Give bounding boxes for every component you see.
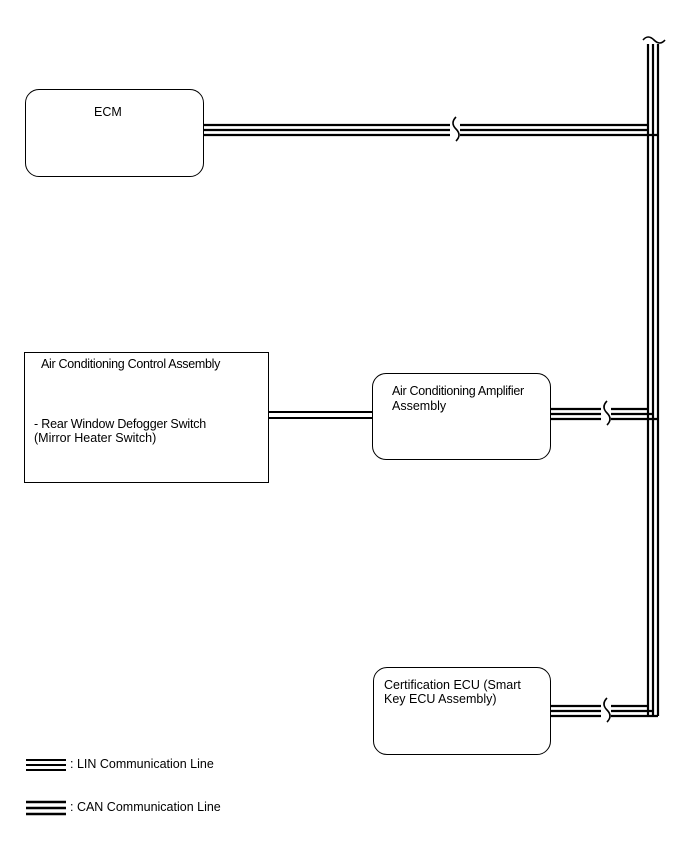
- ecm-can-line: [203, 123, 658, 137]
- certification-ecu-box: Certification ECU (Smart Key ECU Assembl…: [373, 667, 551, 755]
- certification-ecu-label-2: Key ECU Assembly): [384, 692, 497, 706]
- ac-amplifier-label-2: Assembly: [392, 399, 447, 413]
- ac-control-assembly-box: Air Conditioning Control Assembly - Rear…: [24, 352, 269, 483]
- lin-line: [268, 411, 373, 419]
- legend-lin-symbol: [26, 759, 66, 771]
- certification-line-break-mark: [601, 697, 611, 723]
- rear-defogger-switch-label: - Rear Window Defogger Switch: [34, 417, 207, 431]
- ecm-label: ECM: [94, 105, 122, 119]
- ac-amplifier-label-1: Air Conditioning Amplifier: [392, 384, 524, 398]
- can-bus-trunk: [646, 44, 660, 716]
- ecm-line-break-mark: [450, 116, 460, 142]
- legend-lin-label: : LIN Communication Line: [70, 757, 214, 771]
- ecm-box: ECM: [25, 89, 204, 177]
- certification-ecu-label-1: Certification ECU (Smart: [384, 678, 521, 692]
- amplifier-line-break-mark: [601, 400, 611, 426]
- mirror-heater-switch-label: (Mirror Heater Switch): [34, 431, 157, 445]
- legend-can-symbol: [26, 800, 66, 816]
- trunk-break-mark: [642, 34, 666, 44]
- ac-control-title: Air Conditioning Control Assembly: [41, 357, 221, 371]
- legend-can-label: : CAN Communication Line: [70, 800, 221, 814]
- ac-amplifier-box: Air Conditioning Amplifier Assembly: [372, 373, 551, 460]
